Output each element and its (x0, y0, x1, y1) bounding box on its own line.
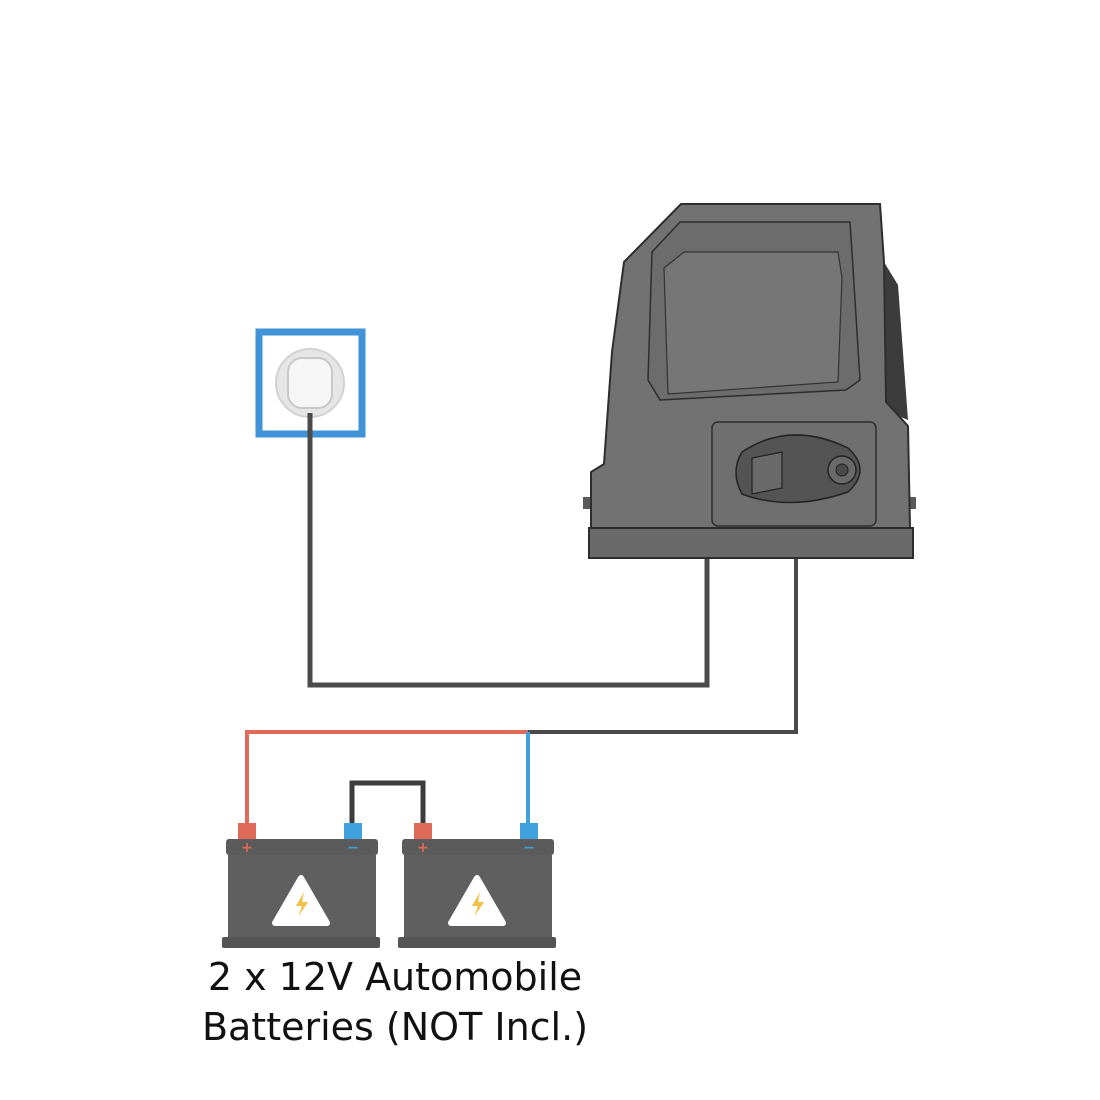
car-battery-icon: + − (222, 823, 380, 948)
car-battery-icon: + − (398, 823, 556, 948)
negative-terminal-sign: − (523, 840, 535, 856)
motor-to-battery-cable (528, 558, 798, 734)
battery-series-link-wire (349, 780, 426, 825)
negative-terminal-sign: − (347, 840, 359, 856)
positive-terminal-sign: + (417, 840, 429, 856)
gate-opener-motor-icon (583, 203, 916, 559)
high-voltage-warning-icon (272, 875, 330, 926)
high-voltage-warning-icon (448, 875, 506, 926)
positive-terminal-sign: + (241, 840, 253, 856)
battery-caption-line-1: 2 x 12V Automobile (207, 955, 583, 999)
outlet-to-motor-cable (307, 413, 710, 688)
positive-wire (245, 730, 528, 825)
battery-caption-line-2: Batteries (NOT Incl.) (201, 1005, 589, 1049)
